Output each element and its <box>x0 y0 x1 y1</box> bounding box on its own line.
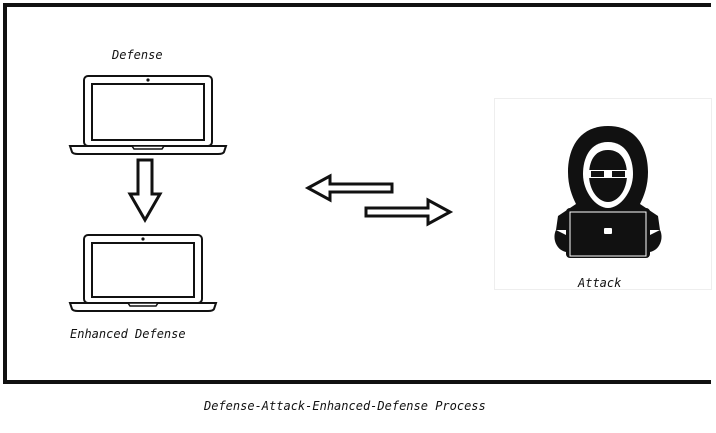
diagram-caption: Defense-Attack-Enhanced-Defense Process <box>204 399 486 413</box>
defense-label: Defense <box>112 48 163 62</box>
enhanced-defense-label: Enhanced Defense <box>70 327 186 341</box>
attack-label: Attack <box>578 276 622 290</box>
diagram-frame <box>3 3 711 384</box>
hacker-icon <box>554 126 662 258</box>
defense-laptop-icon <box>68 75 228 155</box>
bidirectional-arrows-icon <box>304 173 454 227</box>
enhanced-laptop-icon <box>68 234 218 312</box>
down-arrow-icon <box>127 158 163 224</box>
